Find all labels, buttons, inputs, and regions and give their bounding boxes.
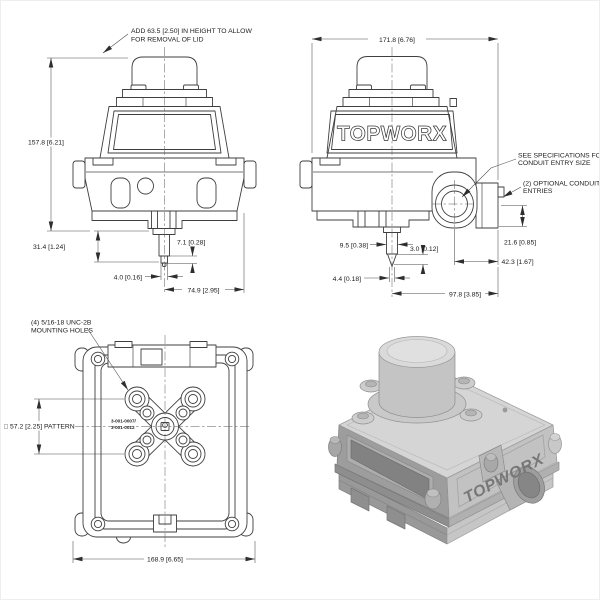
corner-hole bbox=[90, 516, 106, 532]
dim-text: 4.0 [0.16] bbox=[114, 275, 142, 282]
note-text: SEE SPECIFICATIONS FOR bbox=[518, 153, 600, 160]
dim-bolt-pattern: □ 57.2 [2.25] PATTERN bbox=[2, 398, 124, 455]
dim-text: 157.8 [6.21] bbox=[28, 140, 64, 147]
window-frame-inner bbox=[113, 114, 216, 150]
dim-shaft-length: 31.4 [1.24] bbox=[33, 230, 159, 263]
dim-tip-dia: 4.0 [0.16] bbox=[114, 259, 183, 282]
cast-boss-circle bbox=[137, 177, 154, 195]
part-number: 3-001-0007/ bbox=[111, 419, 136, 424]
dim-conduit-to-bottom: 21.6 [0.85] bbox=[499, 205, 536, 247]
iso-clamp-bolt-head bbox=[485, 453, 497, 461]
skirt-tab bbox=[378, 210, 387, 228]
dim-text: 3.0 [0.12] bbox=[410, 246, 438, 253]
bottom-skirt bbox=[316, 210, 430, 228]
shaft-collar bbox=[152, 228, 176, 235]
bracket-tab bbox=[114, 341, 133, 348]
bracket-tab bbox=[189, 341, 208, 348]
dim-text: 4.4 [0.18] bbox=[333, 276, 361, 283]
dim-tip-small: 3.0 [0.12] bbox=[394, 244, 438, 275]
nameplate-outer bbox=[326, 110, 458, 154]
bracket-block bbox=[140, 348, 163, 366]
arm-bosses bbox=[139, 405, 191, 448]
corner-hole bbox=[90, 351, 106, 367]
ledge-left bbox=[92, 157, 114, 166]
side-lug-left bbox=[72, 160, 86, 189]
note-text: (2) OPTIONAL CONDUIT bbox=[523, 181, 600, 188]
dim-text: 7.1 [0.28] bbox=[177, 240, 205, 247]
side-lug-right bbox=[243, 160, 257, 189]
note-text: ADD 63.5 [2.50] IN HEIGHT TO ALLOW bbox=[131, 28, 252, 35]
dim-center-to-edge: 74.9 [2.95] bbox=[164, 213, 245, 295]
dim-text: 168.9 [6.65] bbox=[147, 557, 183, 564]
skirt-tab bbox=[357, 210, 366, 228]
front-view: ADD 63.5 [2.50] IN HEIGHT TO ALLOW FOR R… bbox=[26, 28, 257, 295]
dim-text: 74.9 [2.95] bbox=[187, 288, 219, 295]
ledge-left bbox=[319, 157, 341, 166]
nameplate-inner bbox=[331, 114, 453, 150]
corner-hole-inner bbox=[93, 519, 103, 529]
iso-view: TOPWORX bbox=[328, 336, 562, 545]
corner-hole-inner bbox=[227, 354, 237, 364]
conduit-block bbox=[475, 182, 499, 229]
note-text: FOR REMOVAL OF LID bbox=[131, 37, 204, 44]
corner-hole-inner bbox=[93, 354, 103, 364]
iso-dome-body bbox=[378, 351, 456, 418]
skirt-tab bbox=[151, 210, 158, 229]
note-text: CONDUIT ENTRY SIZE bbox=[518, 160, 591, 167]
dim-conduit-offset: 42.3 [1.67] bbox=[454, 229, 534, 266]
leader-line bbox=[102, 33, 129, 54]
iso-nameplate-frame bbox=[456, 434, 546, 508]
side-view: TOPWORX 171.8 [6.76] SEE SPECIF bbox=[299, 34, 600, 299]
dim-base-width: 168.9 [6.65] bbox=[72, 541, 256, 564]
cast-recess-right bbox=[196, 177, 217, 209]
corner-hole bbox=[224, 516, 240, 532]
iso-lug-bolt bbox=[329, 436, 341, 444]
cast-recess-left bbox=[110, 177, 131, 209]
iso-dome-top-inner bbox=[386, 339, 448, 363]
skirt-tab bbox=[169, 210, 177, 229]
bottom-bump bbox=[116, 536, 131, 544]
note-optional-entries: (2) OPTIONAL CONDUIT ENTRIES bbox=[502, 181, 600, 198]
dim-tip-length: 7.1 [0.28] bbox=[167, 240, 205, 274]
breather-vent bbox=[449, 98, 457, 107]
iso-foot bbox=[350, 487, 370, 512]
dim-text: □ 57.2 [2.25] PATTERN bbox=[4, 424, 75, 431]
part-number: 3-001-0012 bbox=[111, 425, 135, 430]
dim-text: 31.4 [1.24] bbox=[33, 244, 65, 251]
pattern-holes bbox=[124, 386, 206, 467]
iso-dome-pads bbox=[351, 376, 483, 425]
iso-foot bbox=[386, 505, 406, 530]
note-text: MOUNTING HOLES bbox=[31, 328, 93, 335]
iso-conduit-bore bbox=[517, 471, 541, 499]
dim-text: 97.8 [3.85] bbox=[449, 292, 481, 299]
dim-shaft-dia: 9.5 [0.38] bbox=[340, 242, 413, 250]
ledge-right bbox=[215, 157, 237, 166]
dim-text: 171.8 [6.76] bbox=[379, 37, 415, 44]
dim-text: 9.5 [0.38] bbox=[340, 243, 368, 250]
dim-tip-dia: 4.4 [0.18] bbox=[333, 267, 410, 283]
conduit-entry-nub bbox=[497, 186, 505, 198]
dim-text: 21.6 [0.85] bbox=[504, 240, 536, 247]
dim-overall-width: 171.8 [6.76] bbox=[311, 34, 499, 180]
mount-plate bbox=[342, 97, 440, 107]
iso-lug-bolt bbox=[549, 433, 561, 441]
note-text: ENTRIES bbox=[523, 188, 553, 195]
dim-center-to-right-edge: 97.8 [3.85] bbox=[392, 267, 499, 299]
note-lid-removal: ADD 63.5 [2.50] IN HEIGHT TO ALLOW FOR R… bbox=[102, 28, 252, 54]
dim-overall-height: 157.8 [6.21] bbox=[26, 57, 128, 232]
corner-hole bbox=[224, 351, 240, 367]
iso-base-step bbox=[338, 479, 448, 536]
note-text: (4) 5/16-18 UNC-2B bbox=[31, 320, 92, 327]
iso-corner-bolt-head bbox=[426, 488, 440, 498]
iso-top-hole bbox=[502, 407, 508, 413]
window-frame-outer bbox=[107, 110, 222, 154]
dome-collar bbox=[348, 89, 434, 98]
dim-text: 42.3 [1.67] bbox=[502, 259, 534, 266]
bottom-view: 3-001-0007/ 3-001-0012 (4) 5/16-18 UNC-2… bbox=[2, 320, 256, 564]
side-lug-left bbox=[299, 160, 313, 189]
note-mounting-holes: (4) 5/16-18 UNC-2B MOUNTING HOLES bbox=[31, 320, 129, 391]
note-conduit-spec: SEE SPECIFICATIONS FOR CONDUIT ENTRY SIZ… bbox=[461, 153, 600, 198]
corner-hole-inner bbox=[227, 519, 237, 529]
